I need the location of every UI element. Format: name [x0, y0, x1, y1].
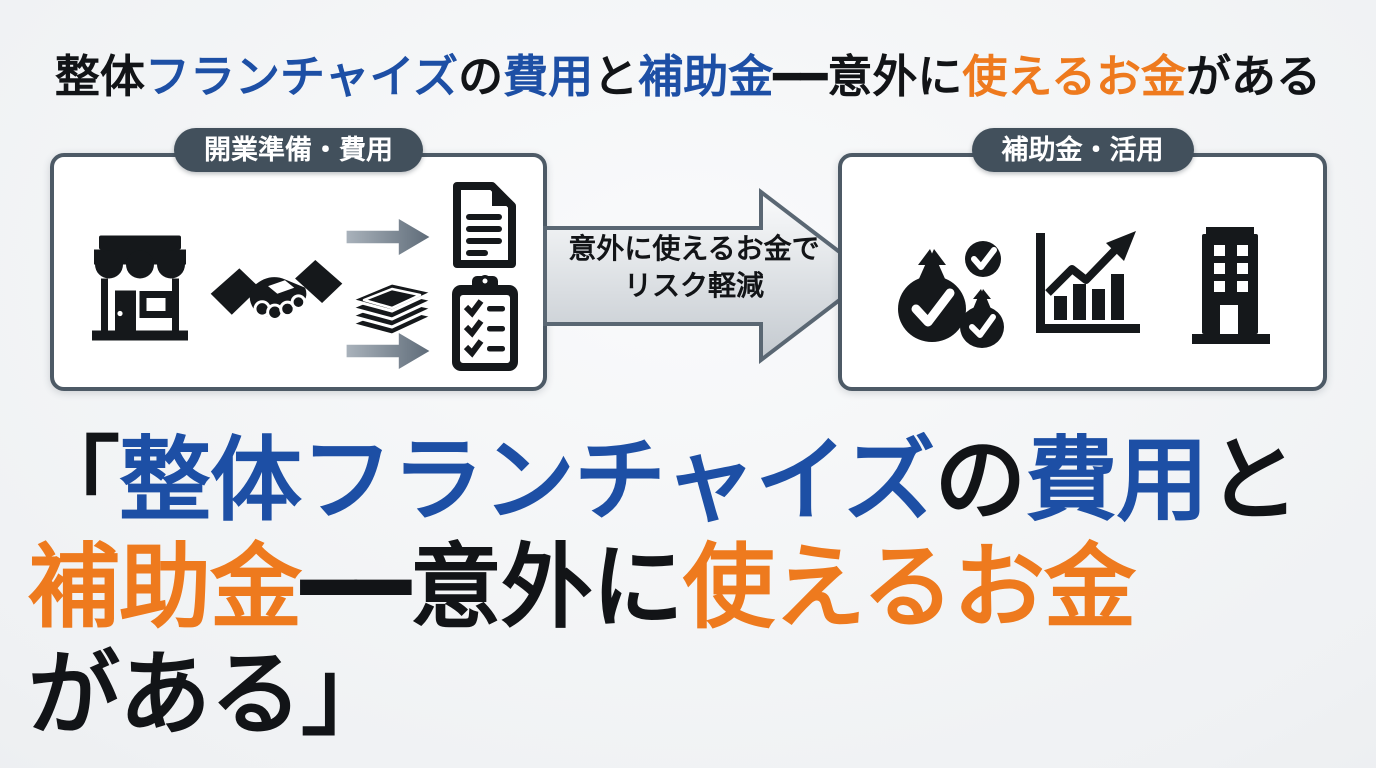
- checklist-clipboard-icon: [447, 273, 523, 375]
- title-segment: の: [458, 51, 504, 102]
- title-segment: ━━意外に: [773, 51, 963, 102]
- headline-line2: 補助金━━意外に使えるお金: [28, 535, 1368, 642]
- headline-segment: 費用: [1025, 430, 1208, 532]
- title-segment: と: [593, 51, 639, 102]
- arrow-caption-line2: リスク軽減: [623, 270, 764, 301]
- title-segment: 補助金: [638, 51, 774, 102]
- transition-arrow: [543, 186, 875, 366]
- title-segment: フランチャイズ: [144, 51, 459, 102]
- headline-line3: がある」: [28, 642, 1368, 749]
- preparation-cost-panel: [50, 153, 547, 391]
- money-stack-icon: [346, 269, 438, 339]
- headline-segment: がある」: [28, 644, 393, 746]
- storefront-icon: [85, 229, 195, 357]
- headline-segment: 整体フランチャイズ: [119, 430, 935, 532]
- arrow-right-icon: [342, 333, 434, 369]
- subsidy-use-panel: [838, 153, 1327, 391]
- arrow-caption: 意外に使えるお金で リスク軽減: [543, 230, 845, 304]
- headline-segment: の: [934, 430, 1026, 532]
- document-icon: [449, 181, 519, 269]
- headline-line1: 「整体フランチャイズの費用と: [28, 428, 1368, 535]
- headline-segment: と: [1207, 430, 1299, 532]
- money-bags-check-icon: [890, 225, 1010, 351]
- arrow-right-icon: [342, 219, 434, 255]
- growth-chart-icon: [1030, 229, 1148, 344]
- title-segment: 整体: [54, 51, 145, 102]
- headline-segment: 「: [28, 430, 120, 532]
- headline: 「整体フランチャイズの費用と 補助金━━意外に使えるお金 がある」: [28, 428, 1368, 749]
- title-segment: 費用: [503, 51, 594, 102]
- arrow-caption-line1: 意外に使えるお金で: [568, 233, 820, 264]
- page-title: 整体フランチャイズの費用と補助金━━意外に使えるお金がある: [0, 40, 1376, 105]
- office-building-icon: [1180, 225, 1282, 347]
- headline-segment: 使えるお金: [682, 537, 1136, 639]
- headline-segment: 補助金: [28, 537, 302, 639]
- title-segment: 使えるお金: [962, 51, 1187, 102]
- handshake-icon: [209, 247, 344, 337]
- title-segment: がある: [1186, 51, 1322, 102]
- headline-segment: ━━意外に: [301, 537, 684, 639]
